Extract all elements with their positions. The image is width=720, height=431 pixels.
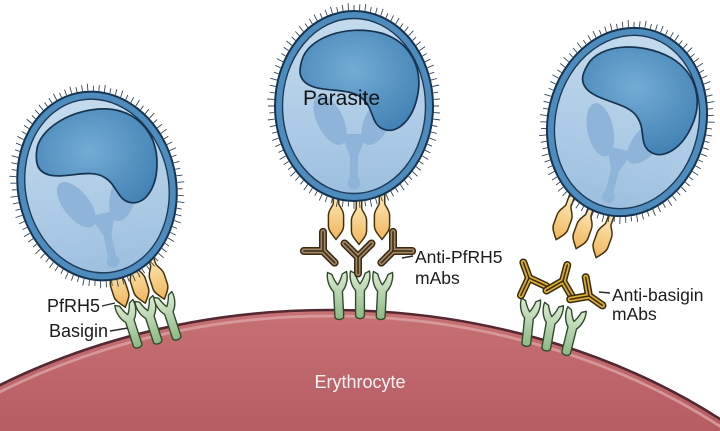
anti-basigin-pointer-line <box>598 291 611 294</box>
pfrh5-pointer-line <box>101 302 116 307</box>
parasite-body <box>526 9 720 235</box>
cilia <box>267 3 441 209</box>
label-basigin: Basigin <box>49 321 108 341</box>
label-parasite: Parasite <box>303 87 380 110</box>
pfrh5-protein <box>588 208 621 262</box>
anti-basigin-antibody <box>546 262 580 298</box>
label-anti-pfrh5-mabs: Anti-PfRH5 mAbs <box>415 247 507 288</box>
middle-interaction-group <box>304 190 412 321</box>
anti-basigin-antibody <box>511 258 547 295</box>
parasite-body <box>0 75 196 297</box>
basigin-pointer-line <box>109 327 129 332</box>
label-erythrocyte: Erythrocyte <box>314 372 405 392</box>
anti-pfrh5-antibody <box>372 232 412 272</box>
erythrocyte <box>0 308 720 431</box>
erythrocyte-highlight <box>0 314 720 429</box>
label-pfrh5: PfRH5 <box>47 296 100 316</box>
parasite-right <box>526 9 720 235</box>
anti-basigin-antibody <box>570 277 610 316</box>
anti-pfrh5-pointer-line <box>401 255 414 259</box>
anti-pfrh5-antibody <box>304 232 344 272</box>
anti-pfrh5-antibody <box>345 244 372 274</box>
cilia <box>9 83 185 289</box>
cilia <box>539 20 715 225</box>
parasite-left <box>0 75 196 297</box>
parasite-middle <box>267 3 441 209</box>
label-anti-basigin-mabs: Anti-basigin mAbs <box>612 285 708 324</box>
